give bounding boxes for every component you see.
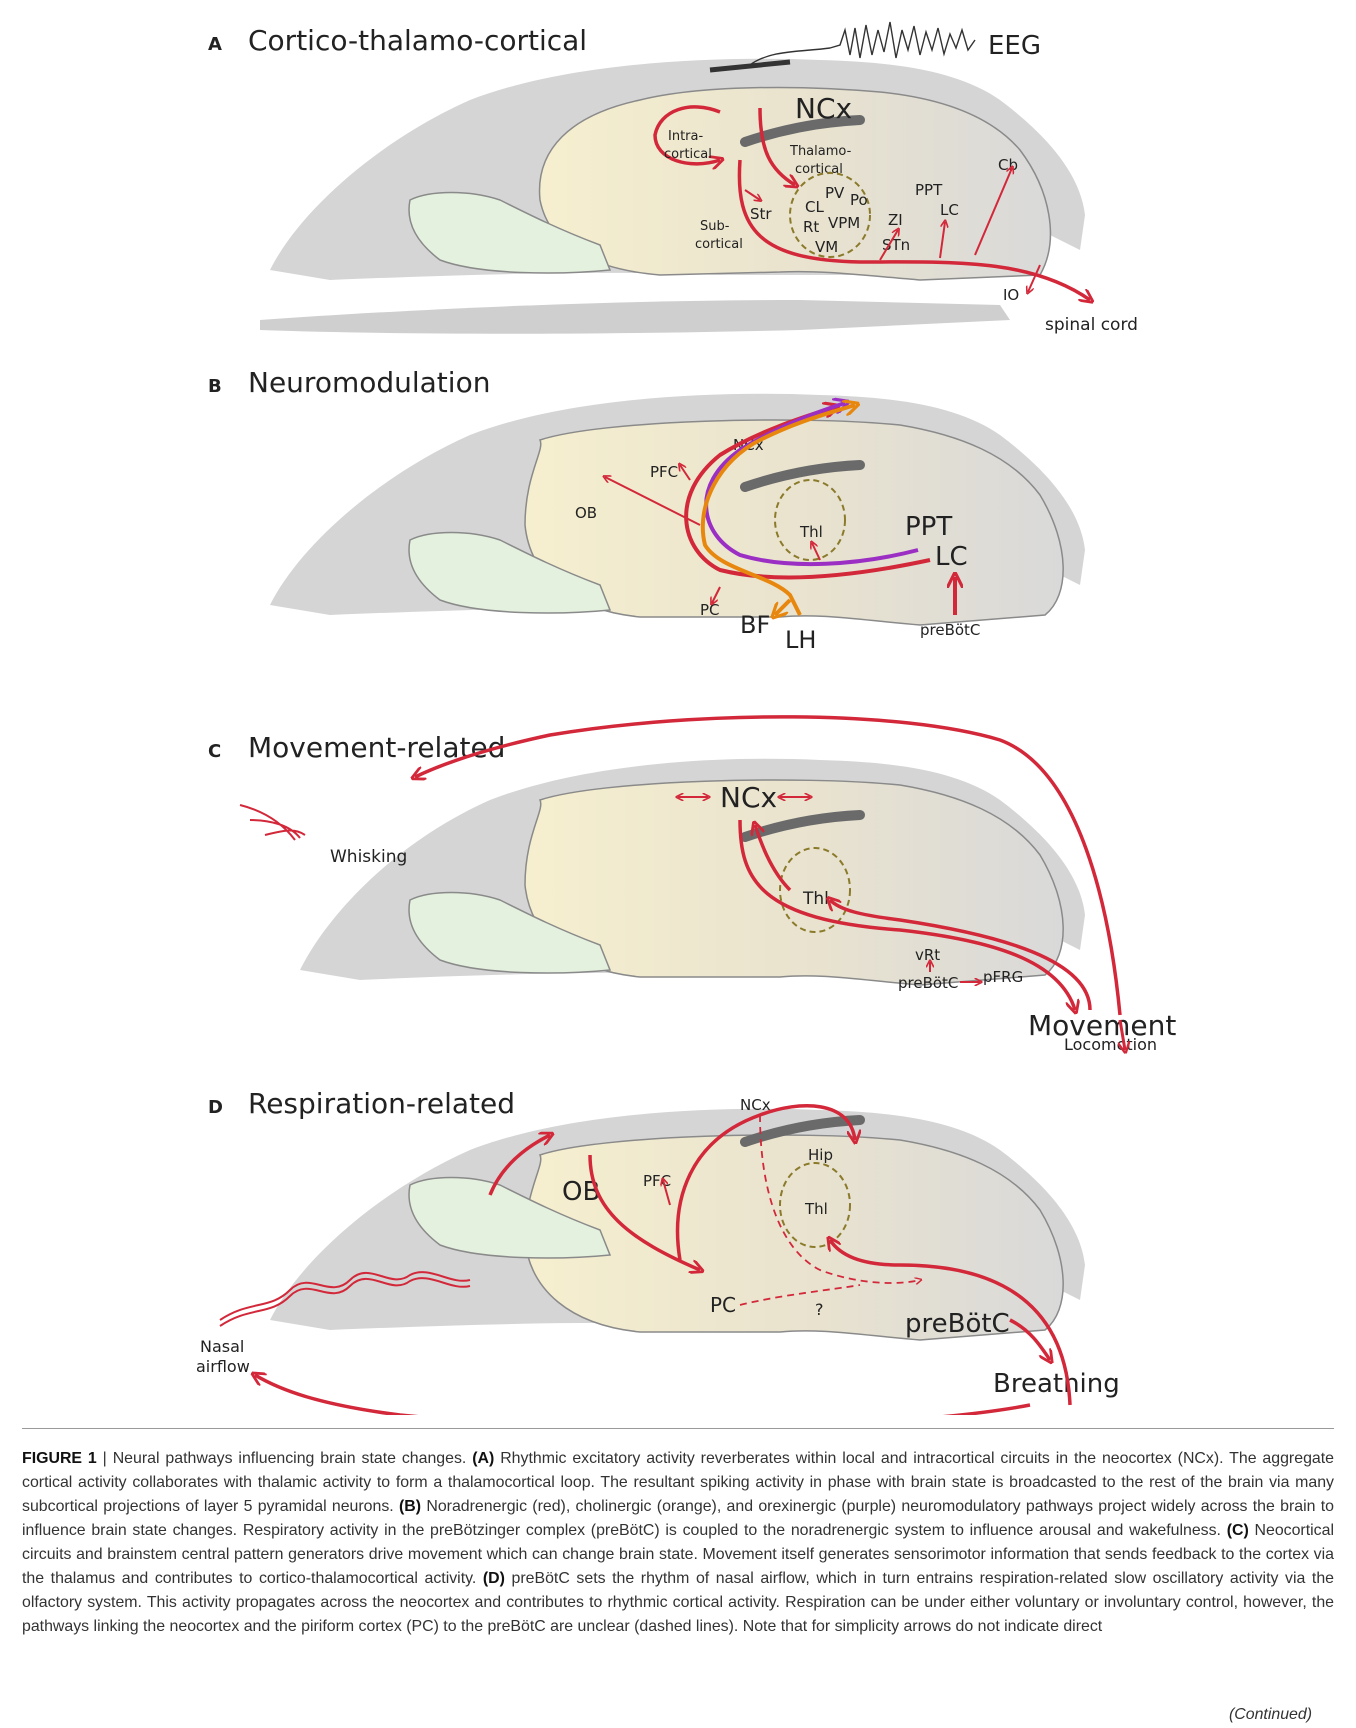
whiskers	[240, 805, 305, 840]
ncx-label: NCx	[720, 781, 777, 814]
lc-label: LC	[935, 542, 968, 572]
thl-label: Thl	[799, 523, 823, 541]
figure-caption: FIGURE 1 | Neural pathways influencing b…	[22, 1428, 1334, 1728]
rt-label: Rt	[803, 218, 819, 236]
panel-a-letter: A	[208, 34, 222, 55]
vrt-label: vRt	[915, 946, 940, 964]
thl-label: Thl	[804, 1200, 828, 1218]
ppt-label: PPT	[915, 181, 943, 199]
panel-a-title: Cortico-thalamo-cortical	[248, 24, 587, 57]
figure: A Cortico-thalamo-cortical EEG NCx Intra…	[0, 0, 1356, 1415]
panel-b-title: Neuromodulation	[248, 366, 490, 399]
eeg-label: EEG	[988, 31, 1041, 61]
breathing-label: Breathing	[993, 1369, 1120, 1399]
pc-label: PC	[700, 601, 720, 619]
question-label: ?	[815, 1300, 824, 1319]
sub-label: Sub-	[700, 219, 730, 234]
hip-label: Hip	[808, 1146, 833, 1164]
intra-label: Intra-	[668, 129, 703, 144]
pfc-label: PFC	[650, 463, 678, 481]
pfc-label: PFC	[643, 1172, 671, 1190]
vm-label: VM	[815, 238, 838, 256]
continued-label: (Continued)	[1229, 1706, 1312, 1724]
caption-paragraph: FIGURE 1 | Neural pathways influencing b…	[22, 1447, 1334, 1639]
thl-label: Thl	[802, 889, 829, 909]
caption-c-tag: (C)	[1227, 1522, 1249, 1539]
panel-b: B Neuromodulation NCx PFC OB Thl PPT LC …	[0, 355, 1356, 695]
panel-b-letter: B	[208, 376, 222, 397]
str-label: Str	[750, 205, 772, 223]
caption-intro: Neural pathways influencing brain state …	[113, 1450, 473, 1467]
airflow-path	[255, 1375, 1030, 1415]
caption-a-tag: (A)	[472, 1450, 494, 1467]
whisking-label: Whisking	[330, 847, 407, 867]
pv-label: PV	[825, 184, 845, 202]
nasal-label: Nasal	[200, 1337, 244, 1356]
panel-c-letter: C	[208, 741, 221, 762]
pc-label: PC	[710, 1293, 736, 1317]
panel-d: D Respiration-related NCx PFC OB Hip Thl…	[0, 1070, 1356, 1415]
panel-c: C Movement-related NCx Whisking Thl vRt …	[0, 710, 1356, 1055]
brain	[525, 780, 1063, 985]
caption-label: FIGURE 1	[22, 1450, 97, 1467]
po-label: Po	[850, 191, 868, 209]
vpm-label: VPM	[828, 214, 860, 232]
subcortical-label: cortical	[695, 237, 743, 252]
brain	[525, 420, 1063, 625]
lc-label: LC	[940, 201, 959, 219]
pfrg-label: pFRG	[983, 968, 1023, 986]
io-label: IO	[1003, 286, 1019, 304]
airflow-label: airflow	[196, 1357, 250, 1376]
ncx-label: NCx	[795, 92, 852, 125]
lh-label: LH	[785, 626, 816, 654]
bf-label: BF	[740, 611, 770, 639]
zi-label: ZI	[888, 211, 903, 229]
cl-label: CL	[805, 198, 824, 216]
prebotc-label: preBötC	[920, 621, 980, 639]
intracortical-label: cortical	[664, 147, 712, 162]
caption-d-tag: (D)	[483, 1570, 505, 1587]
caption-sep: |	[97, 1450, 113, 1467]
caption-b-tag: (B)	[399, 1498, 421, 1515]
prebotc-label: preBötC	[898, 974, 958, 992]
panel-d-letter: D	[208, 1097, 223, 1118]
cb-label: Cb	[998, 156, 1018, 174]
spinal-cord-label: spinal cord	[1045, 315, 1138, 335]
prebotc-label: preBötC	[905, 1309, 1010, 1339]
locomotion-label: Locomotion	[1064, 1035, 1157, 1054]
eeg-trace	[750, 22, 975, 65]
panel-a: A Cortico-thalamo-cortical EEG NCx Intra…	[0, 0, 1356, 340]
ob-label: OB	[575, 504, 597, 522]
panel-c-title: Movement-related	[248, 731, 505, 764]
ppt-label: PPT	[905, 512, 952, 542]
thalamo-label: Thalamo-	[789, 144, 852, 159]
panel-d-title: Respiration-related	[248, 1087, 515, 1120]
